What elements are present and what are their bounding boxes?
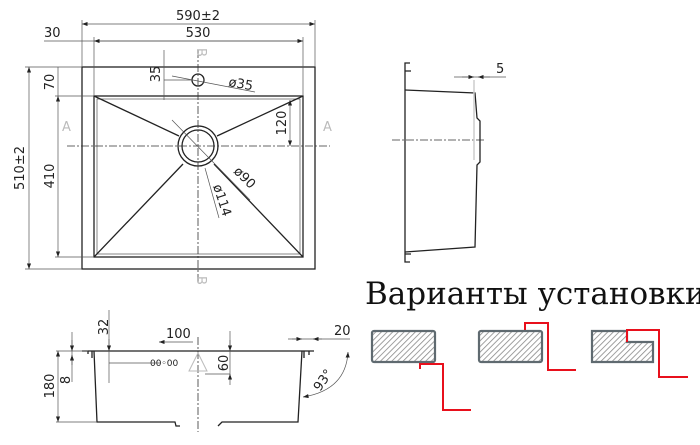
dim-depth: 180	[43, 374, 58, 399]
dim-drain-offset: 120	[275, 111, 290, 136]
dim-rim-height: 32	[97, 319, 112, 336]
section-a-right: A	[323, 120, 332, 135]
dim-drain-inner: ø90	[230, 164, 258, 192]
installation-variant-flush	[590, 329, 688, 378]
dim-overall-width: 590±2	[176, 9, 220, 24]
dim-overflow-height: 60	[217, 355, 232, 372]
countertop	[590, 329, 655, 364]
dim-wall-slope: 5	[496, 62, 504, 77]
countertop	[477, 329, 544, 364]
dim-tap-offset: 35	[149, 66, 164, 83]
sink-edge	[524, 322, 576, 371]
section-b-top: B	[193, 48, 208, 57]
countertop	[370, 329, 437, 364]
installation-variant-undermount	[370, 329, 471, 411]
dim-tap-diameter: ø35	[227, 75, 254, 94]
sink-edge	[419, 363, 471, 411]
bowl-outline	[93, 95, 304, 258]
section-b-bottom: B	[193, 276, 208, 285]
svg-text:00◦00: 00◦00	[150, 359, 178, 369]
dim-bowl-width: 530	[186, 26, 211, 41]
installation-variant-overmount	[477, 322, 576, 371]
dim-drain-outer: ø114	[209, 183, 233, 219]
dim-overall-depth: 510±2	[13, 146, 28, 190]
dim-flange-width: 20	[334, 324, 351, 339]
dim-bowl-depth: 410	[43, 164, 58, 189]
side-view: 5	[392, 62, 506, 263]
dim-overflow-offset: 100	[166, 327, 191, 342]
installation-title: Варианты установки	[365, 276, 700, 312]
sink-outline	[81, 66, 316, 270]
section-view: 00◦00 32 100 60 20 180 8 93°	[43, 310, 351, 432]
top-view: 590±2 530 30 510±2 410 70 35 ø35 120 ø90…	[13, 9, 332, 285]
dim-wall-angle: 93°	[311, 367, 337, 394]
dim-rear-rim: 70	[43, 74, 58, 91]
section-a-left: A	[62, 120, 71, 135]
dim-rim-offset: 30	[44, 26, 61, 41]
dim-rim-thickness: 8	[59, 376, 74, 384]
sink-edge	[626, 329, 688, 378]
